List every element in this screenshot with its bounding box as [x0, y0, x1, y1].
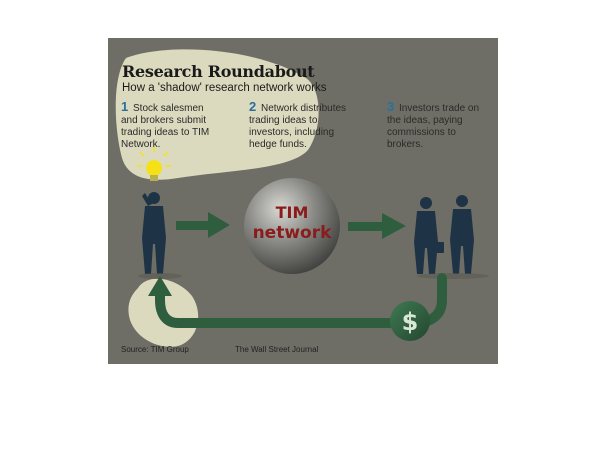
commission-return-arrow-icon [155, 273, 447, 328]
figure-title: Research Roundabout [122, 62, 315, 81]
tim-network-globe [244, 178, 340, 274]
step-2-text: Network distributes trading ideas to inv… [249, 103, 347, 150]
arrow-to-network-icon [176, 212, 230, 238]
step-2: 2 Network distributes trading ideas to i… [249, 99, 359, 151]
arrow-to-investors-icon [348, 213, 406, 239]
highlight-blob-top [115, 49, 319, 180]
step-1-text: Stock salesmen and brokers submit tradin… [121, 103, 210, 150]
lightbulb-icon [137, 146, 171, 181]
investor-figure-icon [414, 197, 444, 274]
source-credit: Source: TIM Group [121, 345, 189, 354]
step-2-number: 2 [249, 99, 257, 114]
step-1-number: 1 [121, 99, 129, 114]
return-arrowhead-icon [148, 276, 172, 296]
step-1: 1 Stock salesmen and brokers submit trad… [121, 99, 216, 151]
publisher-credit: The Wall Street Journal [235, 345, 319, 354]
salesman-figure-icon [142, 192, 166, 274]
step-3: 3 Investors trade on the ideas, paying c… [387, 99, 482, 151]
investors-shadow [417, 273, 489, 279]
dollar-coin-icon [390, 301, 430, 341]
step-3-number: 3 [387, 99, 395, 114]
figure-subtitle: How a 'shadow' research network works [122, 82, 327, 94]
infographic-artwork [115, 49, 489, 347]
investor-figure-icon-2 [450, 195, 474, 274]
step-3-text: Investors trade on the ideas, paying com… [387, 103, 480, 150]
infographic-figure: Research Roundabout How a 'shadow' resea… [108, 38, 498, 364]
